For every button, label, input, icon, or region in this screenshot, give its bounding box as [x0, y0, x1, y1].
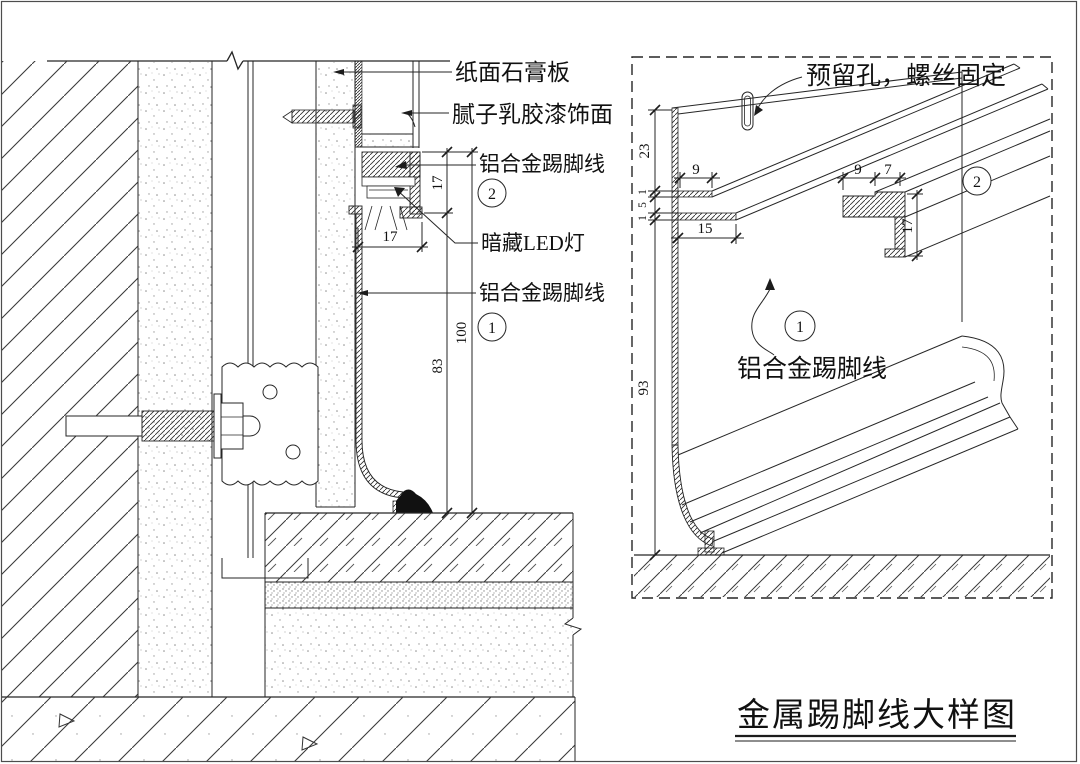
concrete-symbol — [301, 736, 319, 751]
drywall-screw — [282, 104, 362, 129]
callout-circle-upper — [477, 178, 507, 208]
label-fixing-note: 预留孔，螺丝固定 — [806, 62, 1006, 90]
metal-keel — [221, 61, 309, 579]
keyhole-slot — [741, 91, 754, 131]
dim-flange-t1: 1 — [637, 189, 649, 195]
masonry-wall — [2, 61, 139, 697]
structural-slab — [2, 696, 576, 761]
cove-end-curl — [961, 335, 1005, 404]
callout-upper-number: 2 — [488, 186, 496, 203]
sealant — [396, 489, 433, 513]
finish-strip — [354, 60, 363, 148]
anchor-bolt — [65, 393, 261, 459]
label-hidden-led: 暗藏LED灯 — [481, 231, 585, 255]
gypsum-board — [315, 61, 356, 508]
dim-flange2-width: 15 — [698, 221, 713, 237]
callout-circle-main — [477, 312, 507, 342]
drawing-title: 金属踢脚线大样图 — [737, 697, 1017, 734]
callout-main-number: 1 — [488, 320, 496, 337]
furring-lines — [412, 61, 420, 148]
recess-ceiling — [355, 133, 419, 148]
dim-flange-gap: 5 — [637, 202, 649, 208]
callout-main-number-iso: 1 — [796, 319, 804, 336]
dim-skirting-total-height: 100 — [454, 322, 470, 345]
iso-callouts: 2 1 铝合金踢脚线 — [737, 166, 992, 383]
iso-dim-chain: 23 1 5 1 93 — [636, 104, 678, 561]
iso-note: 预留孔，螺丝固定 — [754, 62, 1006, 116]
iso-clip-piece — [842, 118, 1051, 258]
dim-body-height: 93 — [636, 381, 652, 396]
iso-cove-body — [671, 335, 1019, 556]
concrete-symbol — [58, 713, 76, 728]
light-rays — [364, 205, 408, 231]
dim-upper-profile-height: 17 — [430, 175, 446, 191]
hex-nut — [220, 402, 244, 450]
label-putty-finish: 腻子乳胶漆饰面 — [452, 102, 613, 127]
section-labels: 纸面石膏板 腻子乳胶漆饰面 铝合金踢脚线 2 暗藏LED灯 铝合金踢脚线 1 — [333, 60, 613, 342]
label-skirting-iso: 铝合金踢脚线 — [737, 355, 887, 383]
callout-upper-number-iso: 2 — [973, 174, 981, 191]
main-skirting-profile — [348, 205, 433, 514]
mortar-layer — [265, 582, 573, 608]
iso-clip-dims: 9 7 17 — [837, 162, 923, 262]
led-housing — [361, 176, 416, 187]
dim-skirting-body-height: 83 — [430, 359, 446, 374]
stone-layer — [265, 513, 573, 582]
callout-circle-main-iso — [784, 310, 816, 342]
screed-layer — [265, 608, 573, 697]
dim-clip-height: 17 — [900, 218, 916, 234]
section-dimensions: 17 83 100 17 — [352, 146, 478, 519]
edge-break-line — [563, 513, 583, 697]
title-block: 金属踢脚线大样图 — [735, 697, 1017, 742]
dim-back-plate-top: 23 — [637, 144, 653, 159]
label-skirting-main: 铝合金踢脚线 — [479, 281, 605, 305]
floor-layers — [264, 512, 583, 697]
dim-flange1-width: 9 — [692, 162, 700, 178]
iso-dashed-border — [631, 56, 1053, 599]
dim-recess-width: 17 — [383, 229, 399, 245]
label-skirting-upper: 铝合金踢脚线 — [479, 152, 605, 176]
washer — [213, 393, 222, 459]
dim-clip-width-b: 7 — [884, 162, 892, 178]
iso-flange-dims: 9 15 — [671, 162, 744, 244]
label-gypsum-board: 纸面石膏板 — [455, 60, 570, 85]
iso-flange-rails — [677, 63, 1049, 221]
callout-circle-upper-iso — [962, 166, 992, 196]
iso-view: 预留孔，螺丝固定 23 1 5 1 93 — [631, 56, 1053, 599]
anchor-bracket — [221, 362, 319, 486]
iso-back-plate — [671, 71, 963, 446]
dim-flange-t2: 1 — [637, 215, 649, 221]
upper-skirting-profile — [361, 151, 423, 231]
section-view: 17 83 100 17 纸面石膏板 腻子乳胶漆饰面 铝合金踢脚线 2 — [2, 50, 613, 761]
dim-clip-width-a: 9 — [854, 162, 862, 178]
iso-floor — [634, 554, 1050, 597]
plaster-layer — [138, 61, 213, 697]
